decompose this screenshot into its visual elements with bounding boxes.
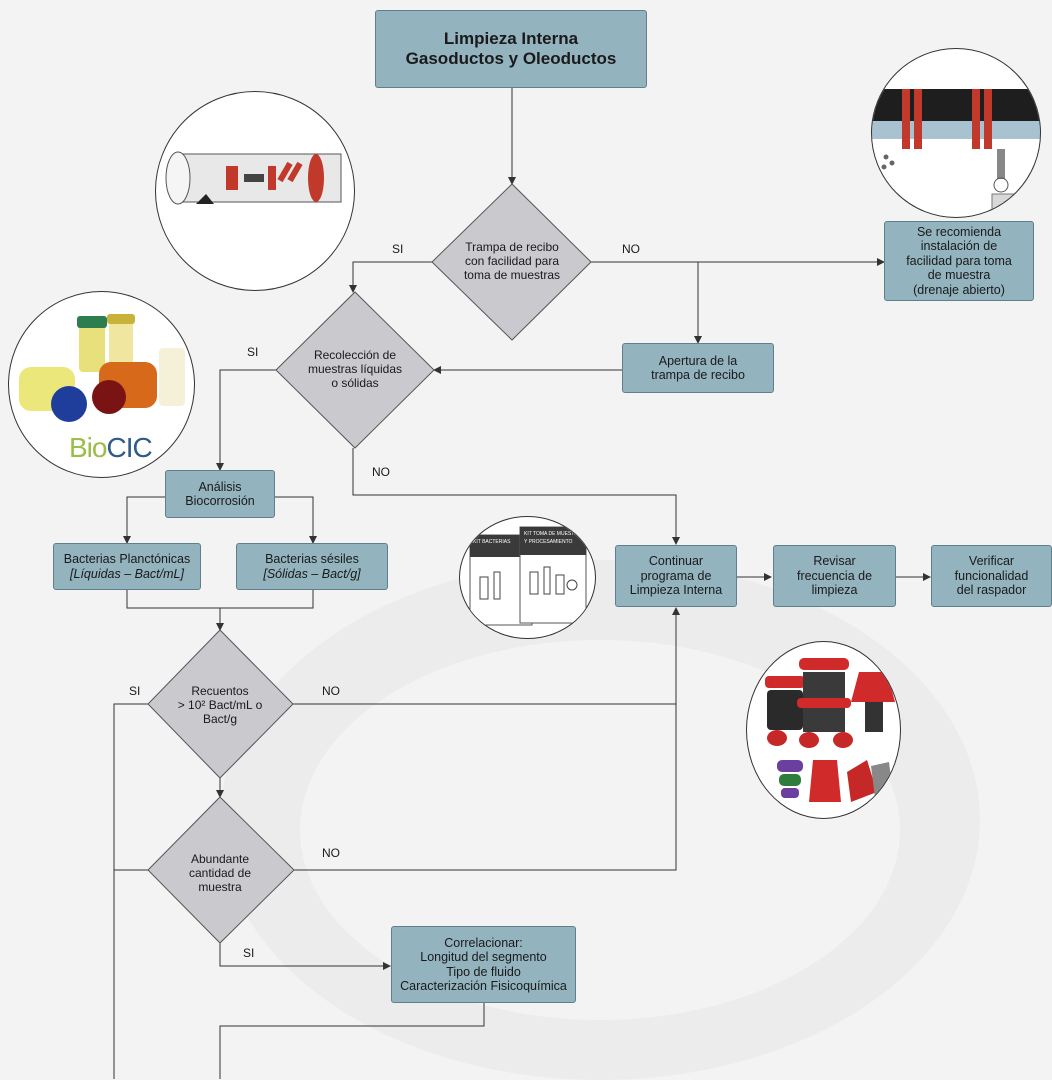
box-correlacionar: Correlacionar: Longitud del segmento Tip… bbox=[391, 926, 576, 1003]
box-revisar: Revisar frecuencia de limpieza bbox=[773, 545, 896, 607]
box-recomienda-line: (drenaje abierto) bbox=[913, 282, 1005, 297]
kit-front-label: KIT BACTERIAS bbox=[473, 539, 511, 545]
label-no-recoleccion: NO bbox=[372, 465, 390, 479]
decision-recuentos-line: Recuentos bbox=[191, 684, 249, 699]
box-continuar-line: Continuar bbox=[648, 554, 704, 569]
box-recomienda-line: instalación de bbox=[920, 239, 998, 254]
box-recomienda-line: facilidad para toma bbox=[906, 253, 1012, 268]
box-revisar-line: limpieza bbox=[811, 583, 858, 598]
label-no-recuentos: NO bbox=[322, 684, 340, 698]
box-continuar: Continuar programa de Limpieza Interna bbox=[615, 545, 737, 607]
diamond-recoleccion bbox=[275, 291, 435, 449]
decision-recoleccion-line: muestras líquidas bbox=[307, 362, 403, 377]
box-apertura-line: trampa de recibo bbox=[651, 368, 745, 382]
decision-recuentos-label: Recuentos > 10² Bact/mL o Bact/g bbox=[160, 680, 280, 732]
box-sesiles-line: Bacterias sésiles bbox=[265, 552, 359, 567]
decision-trampa-line: Trampa de recibo bbox=[465, 240, 559, 255]
label-no-trampa: NO bbox=[622, 242, 640, 256]
box-revisar-line: Revisar bbox=[813, 554, 856, 569]
title-line-1: Limpieza Interna bbox=[443, 29, 579, 49]
box-recomienda-line: de muestra bbox=[927, 268, 991, 283]
decision-trampa-label: Trampa de recibo con facilidad para toma… bbox=[442, 236, 582, 288]
box-apertura: Apertura de la trampa de recibo bbox=[622, 343, 774, 393]
box-sesiles-line: [Sólidas – Bact/g] bbox=[263, 566, 361, 581]
label-si-recuentos: SI bbox=[129, 684, 141, 698]
box-verificar-line: Verificar bbox=[968, 554, 1015, 569]
label-si-abundante: SI bbox=[243, 946, 255, 960]
decision-trampa-line: toma de muestras bbox=[463, 267, 561, 282]
decision-recuentos-line: > 10² Bact/mL o bbox=[177, 698, 263, 713]
box-recomienda: Se recomienda instalación de facilidad p… bbox=[884, 221, 1034, 301]
box-analisis: Análisis Biocorrosión bbox=[165, 470, 275, 518]
decision-abundante-label: Abundante cantidad de muestra bbox=[165, 848, 275, 900]
box-planctonicas: Bacterias Planctónicas [Líquidas – Bact/… bbox=[53, 543, 201, 590]
box-verificar-line: del raspador bbox=[956, 583, 1027, 598]
decision-abundante-line: Abundante bbox=[190, 852, 250, 867]
logo-cic-text: CIC bbox=[106, 432, 152, 463]
diamond-trampa bbox=[431, 183, 592, 341]
decision-recoleccion-line: o sólidas bbox=[331, 375, 379, 390]
box-planctonicas-line: Bacterias Planctónicas bbox=[63, 552, 191, 567]
decision-recuentos-line: Bact/g bbox=[202, 711, 238, 726]
drain-illustration-circle bbox=[871, 48, 1041, 218]
decision-abundante-line: cantidad de bbox=[188, 866, 252, 881]
vials-illustration-circle: BioCIC bbox=[8, 291, 195, 478]
box-analisis-line: Análisis bbox=[198, 479, 242, 494]
decision-trampa-line: con facilidad para bbox=[464, 254, 560, 269]
diamond-recuentos bbox=[147, 629, 294, 779]
decision-abundante-line: muestra bbox=[198, 879, 242, 894]
kit-back-label-2: Y PROCESAMIENTO bbox=[524, 539, 573, 545]
pipe-pig-icon bbox=[165, 151, 342, 205]
sample-vials-icon bbox=[19, 314, 185, 422]
box-correlacionar-line: Tipo de fluido bbox=[446, 964, 521, 979]
sampling-kit-icon bbox=[469, 526, 587, 626]
pigs-illustration-circle bbox=[746, 641, 901, 819]
diamond-abundante bbox=[147, 796, 295, 944]
box-correlacionar-line: Longitud del segmento bbox=[420, 950, 547, 965]
title-line-2: Gasoductos y Oleoductos bbox=[405, 49, 617, 68]
decision-recoleccion-line: Recolección de bbox=[313, 348, 397, 363]
box-verificar: Verificar funcionalidad del raspador bbox=[931, 545, 1052, 607]
box-continuar-line: Limpieza Interna bbox=[629, 583, 723, 598]
box-correlacionar-line: Correlacionar: bbox=[444, 935, 523, 950]
label-si-recoleccion: SI bbox=[247, 345, 259, 359]
box-continuar-line: programa de bbox=[640, 568, 712, 583]
biocic-logo: BioCIC bbox=[69, 432, 153, 464]
box-revisar-line: frecuencia de bbox=[796, 568, 873, 583]
box-correlacionar-line: Caracterización Fisicoquímica bbox=[400, 978, 567, 993]
box-planctonicas-line: [Líquidas – Bact/mL] bbox=[70, 566, 184, 581]
label-si-trampa: SI bbox=[392, 242, 404, 256]
drain-trap-icon bbox=[872, 89, 1040, 217]
decision-recoleccion-label: Recolección de muestras líquidas o sólid… bbox=[285, 344, 425, 396]
box-recomienda-line: Se recomienda bbox=[916, 225, 1002, 240]
box-verificar-line: funcionalidad bbox=[954, 568, 1029, 583]
pig-illustration-circle bbox=[155, 91, 355, 291]
cleaning-pigs-icon bbox=[765, 658, 895, 802]
box-sesiles: Bacterias sésiles [Sólidas – Bact/g] bbox=[236, 543, 388, 590]
box-analisis-line: Biocorrosión bbox=[185, 494, 255, 508]
box-apertura-line: Apertura de la bbox=[658, 353, 738, 368]
label-no-abundante: NO bbox=[322, 846, 340, 860]
title-box: Limpieza Interna Gasoductos y Oleoductos bbox=[375, 10, 647, 88]
kit-back-label-1: KIT TOMA DE MUESTRAS bbox=[524, 531, 585, 537]
kit-illustration-circle: KIT BACTERIAS KIT TOMA DE MUESTRAS Y PRO… bbox=[459, 516, 596, 639]
logo-bio-text: Bio bbox=[69, 432, 107, 463]
